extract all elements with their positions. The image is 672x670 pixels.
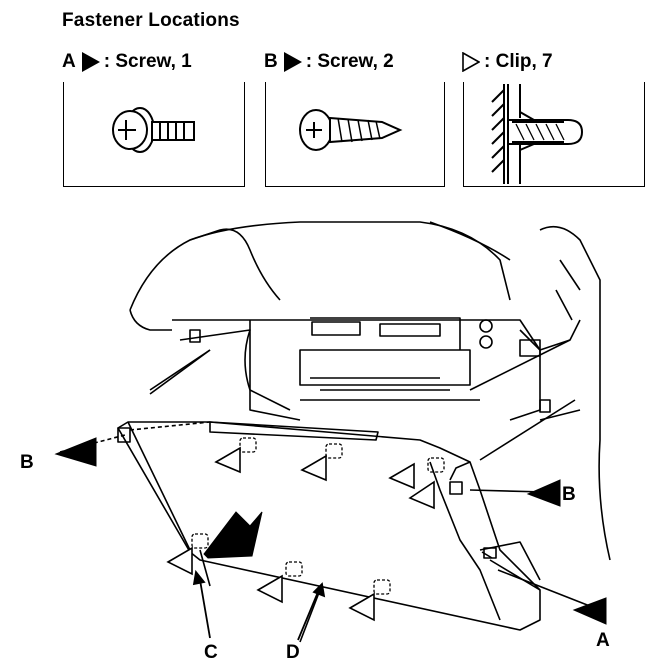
callout-c: C bbox=[204, 642, 218, 663]
screw-a-panel bbox=[63, 82, 245, 187]
side-panel bbox=[539, 225, 611, 561]
hollow-triangle-icon bbox=[408, 480, 435, 510]
legend-screw-b: B : Screw, 2 bbox=[264, 51, 394, 73]
screw-b-icon bbox=[299, 109, 403, 151]
large-arrow-icon bbox=[203, 511, 263, 559]
screw-a-icon bbox=[112, 107, 195, 153]
filled-arrow-icon bbox=[54, 437, 97, 467]
glove-box-lid bbox=[117, 421, 541, 631]
hollow-triangle-icon bbox=[348, 592, 375, 622]
hollow-triangle-icon bbox=[388, 462, 415, 490]
dash-outline-top bbox=[189, 221, 511, 301]
glove-box-housing bbox=[299, 349, 471, 386]
filled-arrow-icon bbox=[283, 52, 302, 72]
filled-arrow-icon bbox=[526, 479, 561, 507]
filled-arrow-icon bbox=[572, 597, 607, 625]
clip-markers bbox=[166, 446, 435, 622]
dash-curve bbox=[429, 221, 511, 261]
glove-box-diagram bbox=[54, 221, 611, 643]
lid-top-rail bbox=[209, 421, 379, 441]
legend-letter-b: B bbox=[264, 51, 278, 72]
clip-panel bbox=[463, 82, 645, 187]
hollow-triangle-icon bbox=[256, 574, 283, 604]
screw-b-panel bbox=[265, 82, 445, 187]
callout-b-right: B bbox=[562, 484, 576, 505]
filled-arrow-icon bbox=[81, 52, 100, 72]
clip-icon bbox=[491, 84, 584, 184]
legend-screw-a: A : Screw, 1 bbox=[62, 51, 192, 73]
legend-clip: : Clip, 7 bbox=[462, 51, 553, 73]
hollow-triangle-icon bbox=[214, 446, 241, 474]
legend-text-b: : Screw, 2 bbox=[305, 51, 394, 72]
page-title: Fastener Locations bbox=[62, 10, 240, 31]
dash-outline-left bbox=[129, 228, 281, 311]
hollow-triangle-icon bbox=[462, 51, 481, 73]
legend-text-a: : Screw, 1 bbox=[103, 51, 192, 72]
hollow-triangle-icon bbox=[300, 454, 327, 482]
legend-text-clip: : Clip, 7 bbox=[484, 51, 553, 72]
hollow-triangle-icon bbox=[166, 546, 193, 576]
legend-letter-a: A bbox=[62, 51, 76, 72]
callout-d: D bbox=[286, 642, 300, 663]
callout-b-left: B bbox=[20, 452, 34, 473]
callout-a-right: A bbox=[596, 630, 610, 651]
